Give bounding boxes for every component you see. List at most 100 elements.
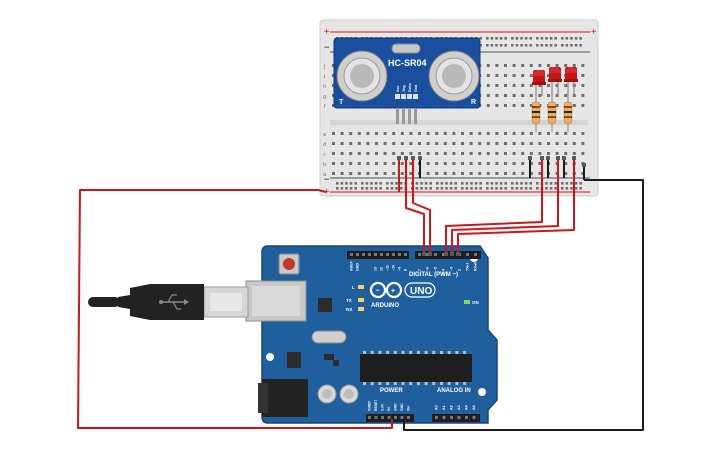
row-letter: e: [323, 132, 326, 138]
rail-hole: [470, 182, 473, 185]
header-hole: [356, 253, 359, 256]
breadboard-hole: [418, 132, 421, 135]
breadboard-hole: [375, 172, 378, 175]
breadboard-hole: [443, 162, 447, 165]
rail-hole: [515, 182, 519, 185]
top-minus-sign: −: [324, 43, 330, 53]
breadboard-hole: [538, 162, 542, 165]
rail-hole: [549, 44, 553, 47]
sensor-corner-right: R: [471, 99, 476, 106]
bottom-plus-sign: +: [324, 187, 330, 197]
rail-hole: [340, 182, 344, 185]
breadboard-hole: [529, 132, 533, 135]
svg-text:+: +: [391, 288, 395, 295]
breadboard-hole: [547, 132, 550, 135]
rail-hole: [499, 182, 503, 185]
breadboard-hole: [495, 84, 499, 87]
header-bottom-holes: [368, 416, 476, 419]
header-hole: [434, 253, 437, 256]
rail-hole: [490, 44, 494, 47]
wire-end-cap: [572, 156, 576, 160]
chip-pin: [378, 382, 382, 385]
rail-hole: [449, 182, 453, 185]
breadboard-hole: [443, 172, 447, 175]
rail-hole: [490, 187, 494, 190]
ultrasonic-sensor[interactable]: HC-SR04 T R Vcc Trig Echo Gnd: [333, 37, 481, 124]
header-hole: [435, 416, 438, 419]
header-power-label: Vin: [407, 406, 411, 411]
rail-hole: [545, 37, 548, 40]
rail-hole: [445, 187, 448, 190]
chip-pin: [409, 351, 413, 354]
breadboard-hole: [332, 172, 335, 175]
rail-hole: [386, 187, 389, 190]
wire-sensor-trig[interactable]: [405, 158, 425, 254]
led-3[interactable]: [564, 67, 578, 96]
led-2[interactable]: [548, 67, 562, 96]
breadboard-hole: [486, 142, 490, 145]
dc-power-jack[interactable]: [262, 379, 308, 417]
wire-sensor-echo[interactable]: [412, 158, 431, 254]
breadboard-hole: [529, 142, 533, 145]
wire-end-cap: [528, 156, 532, 160]
chip-pin: [455, 351, 459, 354]
breadboard-hole: [400, 152, 404, 155]
rail-hole: [336, 187, 339, 190]
breadboard-hole: [452, 142, 456, 145]
breadboard-hole: [572, 152, 576, 155]
rail-hole: [445, 182, 448, 185]
header-hole: [374, 416, 378, 419]
bottom-rail-holes: [336, 182, 582, 190]
breadboard-hole: [349, 132, 353, 135]
breadboard-hole: [461, 152, 464, 155]
rail-hole: [515, 187, 519, 190]
breadboard-hole: [435, 152, 439, 155]
rail-hole: [545, 44, 548, 47]
breadboard-hole: [452, 152, 456, 155]
header-hole: [374, 253, 377, 256]
wire-gnd-black[interactable]: [403, 179, 644, 431]
led-tx: [358, 298, 364, 302]
resistor-3[interactable]: [563, 96, 573, 132]
header-hole: [400, 416, 404, 419]
smd-part: [333, 360, 339, 366]
wire-led-3[interactable]: [457, 158, 575, 254]
wire-led-1[interactable]: [445, 158, 543, 254]
wire-led-2[interactable]: [451, 158, 559, 254]
led-1[interactable]: [532, 70, 546, 96]
chip-pin: [432, 382, 436, 385]
left-transducer: [336, 50, 388, 102]
rail-hole: [474, 187, 478, 190]
rail-hole: [570, 37, 573, 40]
breadboard-hole: [504, 94, 507, 97]
breadboard-hole: [392, 172, 396, 175]
rail-hole: [511, 44, 514, 47]
usb-cable[interactable]: [88, 284, 249, 320]
breadboard-hole: [512, 104, 516, 107]
rail-hole: [565, 44, 569, 47]
rail-hole: [579, 187, 582, 190]
breadboard-hole: [478, 142, 482, 145]
breadboard-hole: [581, 84, 585, 87]
breadboard-hole: [564, 152, 568, 155]
rail-hole: [545, 187, 548, 190]
header-hole: [362, 253, 365, 256]
breadboard-hole: [332, 104, 335, 107]
chip-pin: [393, 351, 397, 354]
chip-pin: [416, 351, 420, 354]
header-top-label: ~9: [398, 267, 402, 271]
chip-pin: [378, 351, 382, 354]
rail-hole: [345, 187, 348, 190]
breadboard-hole: [512, 74, 516, 77]
breadboard-hole: [426, 142, 430, 145]
resistor-1[interactable]: [531, 96, 541, 132]
rail-hole: [486, 44, 489, 47]
wire-5v-red[interactable]: [77, 189, 393, 429]
breadboard-hole: [409, 162, 413, 165]
breadboard-hole: [340, 162, 344, 165]
header-analog-label: A0: [435, 405, 439, 410]
resistor-2[interactable]: [547, 96, 557, 132]
chip-pin: [370, 351, 374, 354]
